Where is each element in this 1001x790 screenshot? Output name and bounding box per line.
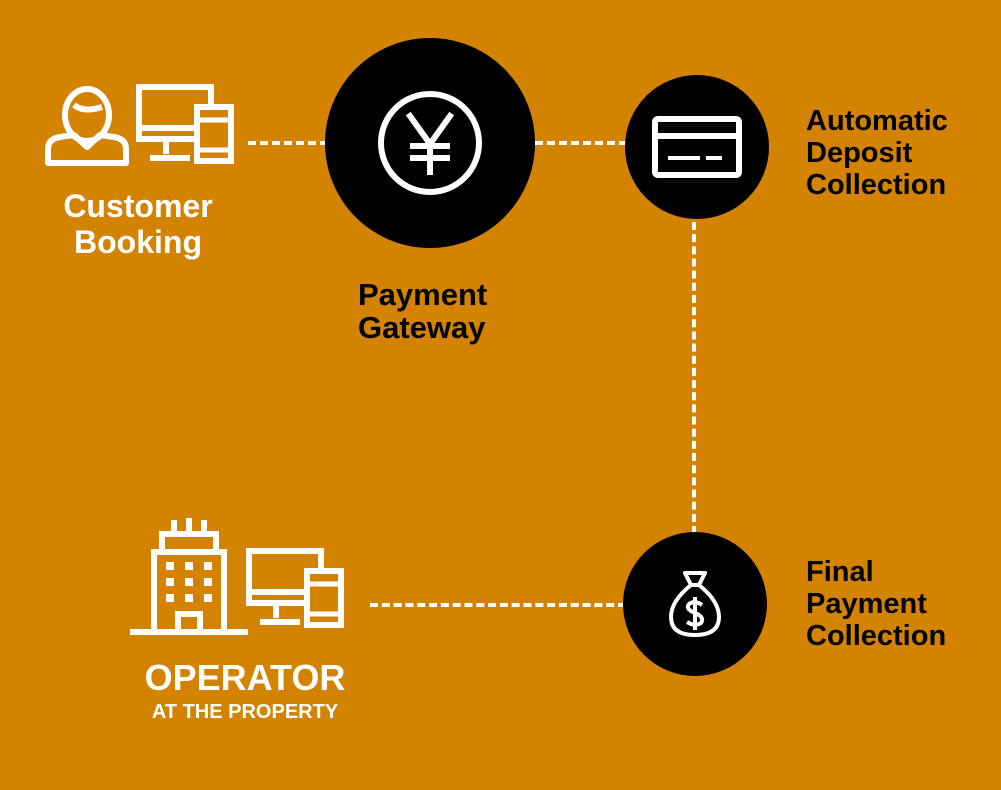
deposit-label-line2: Deposit — [806, 137, 913, 169]
gateway-label-line2: Gateway — [358, 310, 486, 345]
connector-deposit-final — [692, 222, 696, 534]
operator-tablet-icon — [304, 568, 344, 628]
gateway-label-line1: Payment — [358, 277, 488, 312]
customer-booking-label: Customer Booking — [40, 190, 236, 258]
deposit-collection-node — [625, 75, 769, 219]
final-payment-node — [623, 532, 767, 676]
customer-user-icon — [44, 83, 130, 167]
connector-final-operator — [370, 603, 626, 607]
final-label-line3: Collection — [806, 620, 947, 652]
connector-customer-gateway — [248, 141, 328, 145]
connector-gateway-deposit — [535, 141, 627, 145]
credit-card-icon — [652, 116, 742, 178]
final-label-line1: Final — [806, 556, 874, 588]
operator-title: OPERATOR — [144, 657, 346, 698]
final-payment-label: Final Payment Collection — [806, 558, 996, 651]
deposit-collection-label: Automatic Deposit Collection — [806, 107, 996, 200]
operator-subtitle: AT THE PROPERTY — [151, 701, 339, 723]
payment-gateway-label: Payment Gateway — [358, 279, 518, 343]
money-bag-icon — [669, 571, 721, 637]
operator-building-icon — [130, 516, 248, 636]
deposit-label-line3: Collection — [806, 169, 947, 201]
payment-gateway-node — [325, 38, 535, 248]
customer-label-line1: Customer — [63, 188, 213, 224]
yen-coin-icon — [378, 91, 482, 195]
customer-tablet-icon — [194, 104, 234, 164]
operator-label: OPERATOR AT THE PROPERTY — [110, 657, 380, 723]
final-label-line2: Payment — [806, 588, 927, 620]
customer-label-line2: Booking — [74, 224, 202, 260]
deposit-label-line1: Automatic — [806, 105, 948, 137]
